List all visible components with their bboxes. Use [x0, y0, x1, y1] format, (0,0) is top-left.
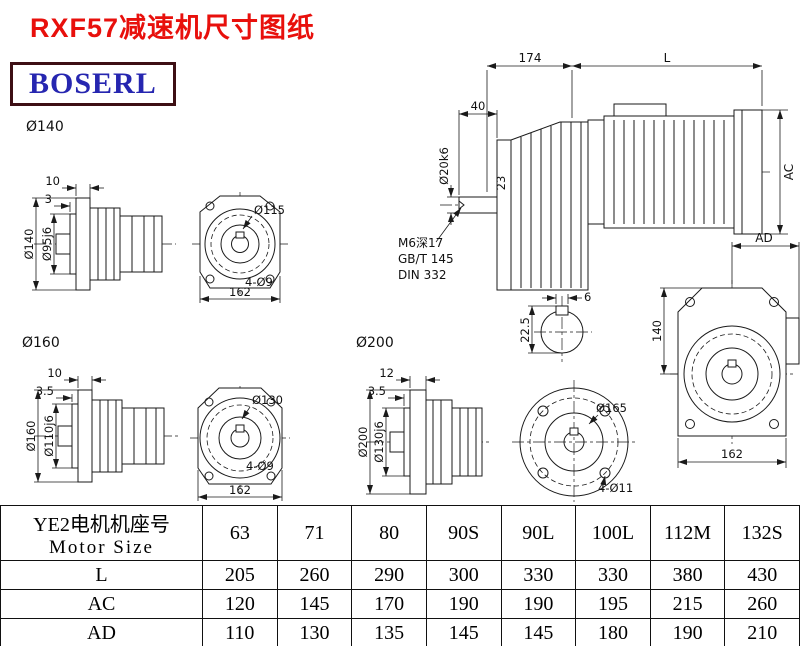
table-row-AC: AC 120 145 170 190 190 195 215 260	[0, 589, 800, 619]
table-cell: 260	[276, 560, 353, 590]
key-height: 22.5	[518, 317, 532, 343]
flange140-thickness: 10	[45, 174, 60, 188]
flange160-thickness: 10	[47, 366, 62, 380]
table-row-AD: AD 110 130 135 145 145 180 190 210	[0, 618, 800, 646]
dim-174: 174	[519, 51, 542, 65]
face140-width: 162	[229, 285, 251, 299]
view-flange200-side: Ø200 12 3.5 Ø200	[356, 335, 490, 495]
flange140-spigot-dia: Ø95j6	[40, 227, 54, 261]
motor-size-132S: 132S	[724, 505, 800, 561]
flange200-label: Ø200	[356, 335, 394, 351]
flange160-dia: Ø160	[24, 420, 38, 451]
table-cell: 170	[351, 589, 427, 619]
table-header-en: Motor Size	[49, 536, 154, 558]
row-label-AD: AD	[0, 618, 203, 646]
motor-size-100L: 100L	[575, 505, 651, 561]
dim-23: 23	[494, 176, 508, 191]
table-cell: 195	[575, 589, 651, 619]
table-cell: 130	[276, 618, 353, 646]
table-cell: 145	[500, 618, 577, 646]
table-cell: 190	[649, 618, 726, 646]
flange200-spigot-dia: Ø130j6	[372, 421, 386, 463]
flange140-dia: Ø140	[22, 228, 36, 259]
row-label-L: L	[0, 560, 203, 590]
table-row-L: L 205 260 290 300 330 330 380 430	[0, 560, 800, 590]
face140-holes: 4-Ø9	[245, 275, 273, 289]
table-cell: 145	[425, 618, 502, 646]
table-cell: 215	[649, 589, 726, 619]
table-cell: 180	[575, 618, 651, 646]
table-cell: 190	[500, 589, 577, 619]
motor-size-90S: 90S	[425, 505, 502, 561]
face160-width: 162	[229, 483, 251, 497]
motor-size-71: 71	[276, 505, 353, 561]
motor-size-80: 80	[351, 505, 427, 561]
dim-AD: AD	[755, 231, 772, 245]
table-header-cell: YE2电机机座号 Motor Size	[0, 505, 203, 561]
face200-bolt-circle: Ø165	[596, 401, 627, 415]
table-cell: 380	[649, 560, 726, 590]
table-cell: 135	[351, 618, 427, 646]
motor-size-90L: 90L	[500, 505, 577, 561]
view-output-face-front: AD 140 162	[650, 231, 800, 468]
view-face140-front: Ø115 4-Ø9 162	[192, 192, 288, 303]
view-flange160-side: Ø160 10 3.5 Ø160	[22, 335, 178, 483]
face160-holes: 4-Ø9	[246, 459, 274, 473]
flange140-spigot-depth: 3	[45, 192, 52, 206]
view-face200-front: Ø165 4-Ø11	[512, 380, 636, 502]
motor-size-112M: 112M	[649, 505, 726, 561]
table-cell: 110	[202, 618, 278, 646]
table-cell: 210	[724, 618, 800, 646]
dim-AC: AC	[782, 164, 796, 180]
face140-bolt-circle: Ø115	[254, 203, 285, 217]
table-cell: 145	[276, 589, 353, 619]
flange160-spigot-dia: Ø110j6	[42, 415, 56, 457]
dimension-table: YE2电机机座号 Motor Size 63 71 80 90S 90L 100…	[0, 505, 800, 646]
table-header-row: YE2电机机座号 Motor Size 63 71 80 90S 90L 100…	[0, 505, 800, 561]
dim-L: L	[664, 51, 671, 65]
tap-note: M6深17	[398, 236, 443, 250]
dim-40: 40	[471, 99, 486, 113]
flange200-spigot-depth: 3.5	[368, 384, 386, 398]
dim-162: 162	[721, 447, 743, 461]
face200-holes: 4-Ø11	[598, 481, 633, 495]
table-cell: 330	[500, 560, 577, 590]
table-cell: 290	[351, 560, 427, 590]
brand-logo: BOSERL	[10, 62, 176, 106]
flange200-thickness: 12	[379, 366, 394, 380]
flange160-spigot-depth: 3.5	[36, 384, 54, 398]
dim-140: 140	[650, 320, 664, 342]
view-face160-front: Ø130 4-Ø9 162	[190, 386, 290, 501]
table-cell: 330	[575, 560, 651, 590]
std-note-din: DIN 332	[398, 268, 446, 282]
table-header-cn: YE2电机机座号	[33, 513, 170, 536]
key-width: 6	[584, 290, 591, 304]
face160-bolt-circle: Ø130	[252, 393, 283, 407]
view-gearmotor-side: 174 L 40 Ø20k6 23 AC M6深17 GB/T 145 DIN …	[398, 51, 796, 291]
flange200-dia: Ø200	[356, 426, 370, 457]
table-cell: 205	[202, 560, 278, 590]
table-cell: 260	[724, 589, 800, 619]
page-title: RXF57减速机尺寸图纸	[30, 13, 316, 43]
technical-drawing-canvas: Ø140 10 3 Ø140	[22, 51, 800, 502]
std-note-gbt: GB/T 145	[398, 252, 454, 266]
table-cell: 300	[425, 560, 502, 590]
shaft-dia: Ø20k6	[437, 147, 451, 185]
view-keyway-detail: 6 22.5	[518, 290, 592, 362]
motor-size-63: 63	[202, 505, 278, 561]
table-cell: 190	[425, 589, 502, 619]
row-label-AC: AC	[0, 589, 203, 619]
table-cell: 430	[724, 560, 800, 590]
view-flange140-side: Ø140 10 3 Ø140	[22, 119, 176, 291]
table-cell: 120	[202, 589, 278, 619]
flange160-label: Ø160	[22, 335, 60, 351]
flange140-label: Ø140	[26, 119, 64, 135]
